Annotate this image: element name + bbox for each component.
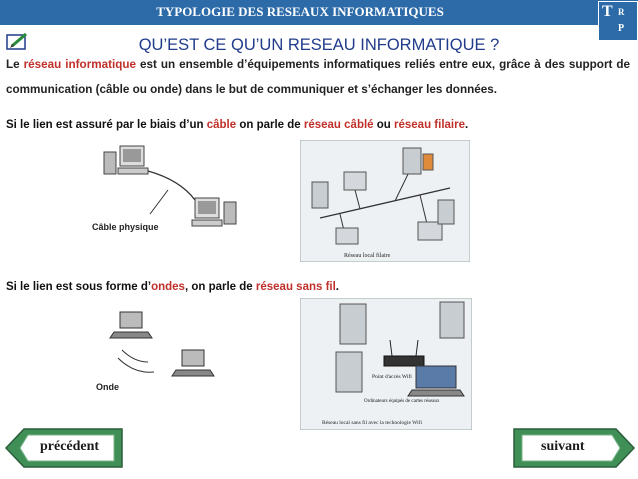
logo: T R P bbox=[598, 1, 638, 41]
computer-icon bbox=[103, 145, 149, 175]
wireless-keyword-wireless-network: réseau sans fil bbox=[255, 281, 336, 293]
wireless-wave-caption: Onde bbox=[96, 382, 119, 392]
wired-keyword-cable: câble bbox=[206, 119, 237, 131]
definition-part1: Le bbox=[6, 58, 24, 71]
wired-lan-caption: Réseau local filaire bbox=[344, 252, 391, 259]
laptop-icon-2 bbox=[171, 349, 215, 377]
wired-cable-caption: Câble physique bbox=[92, 222, 159, 232]
definition-term: réseau informatique bbox=[23, 58, 137, 71]
wired-text-2: on parle de bbox=[236, 119, 304, 131]
section-title: QU’EST CE QU’UN RESEAU INFORMATIQUE ? bbox=[138, 36, 500, 54]
wifi-clients-label: Ordinateurs équipés de cartes réseaux bbox=[364, 399, 440, 404]
wifi-access-point-label: Point d'accès Wifi bbox=[372, 373, 412, 380]
wireless-text-2: , on parle de bbox=[184, 281, 256, 293]
header-title: TYPOLOGIE DES RESEAUX INFORMATIQUES bbox=[156, 4, 444, 19]
previous-button-label: précédent bbox=[40, 439, 100, 454]
header-bar: TYPOLOGIE DES RESEAUX INFORMATIQUES bbox=[0, 0, 638, 25]
wireless-lan-image: Point d'accès Wifi Ordinateurs équipés d… bbox=[300, 298, 472, 430]
previous-button[interactable] bbox=[4, 425, 126, 471]
next-button-label: suivant bbox=[541, 439, 585, 454]
definition-paragraph: Le réseau informatique est un ensemble d… bbox=[6, 52, 630, 102]
wired-lan-image: Réseau local filaire bbox=[300, 140, 470, 262]
wireless-text-3: . bbox=[335, 281, 339, 293]
wired-text-1: Si le lien est assuré par le biais d’un bbox=[6, 119, 207, 131]
wired-sentence: Si le lien est assuré par le biais d’un … bbox=[6, 119, 468, 131]
computer-icon-2 bbox=[191, 197, 237, 227]
wireless-laptops-image: Onde bbox=[96, 311, 215, 392]
wireless-text-1: Si le lien est sous forme d’ bbox=[6, 281, 152, 293]
logo-letter-r: R bbox=[618, 7, 625, 17]
wired-keyword-wired-network: réseau filaire bbox=[394, 119, 465, 131]
next-button[interactable] bbox=[512, 425, 636, 471]
wired-keyword-cabled-network: réseau câblé bbox=[303, 119, 374, 131]
wireless-lan-caption: Réseau local sans fil avec la technologi… bbox=[322, 419, 422, 426]
wireless-keyword-waves: ondes bbox=[151, 281, 185, 293]
pencil-note-icon bbox=[6, 32, 27, 50]
laptop-icon bbox=[109, 311, 153, 339]
wired-text-3: ou bbox=[373, 119, 395, 131]
wired-text-4: . bbox=[464, 119, 469, 131]
logo-letter-t: T bbox=[602, 3, 613, 20]
wireless-sentence: Si le lien est sous forme d’ondes, on pa… bbox=[6, 281, 339, 293]
wired-pc-cable-image: Câble physique bbox=[92, 145, 237, 232]
logo-letter-p: P bbox=[618, 23, 625, 34]
definition-part2: est un ensemble d’équipements informatiq… bbox=[6, 58, 630, 96]
